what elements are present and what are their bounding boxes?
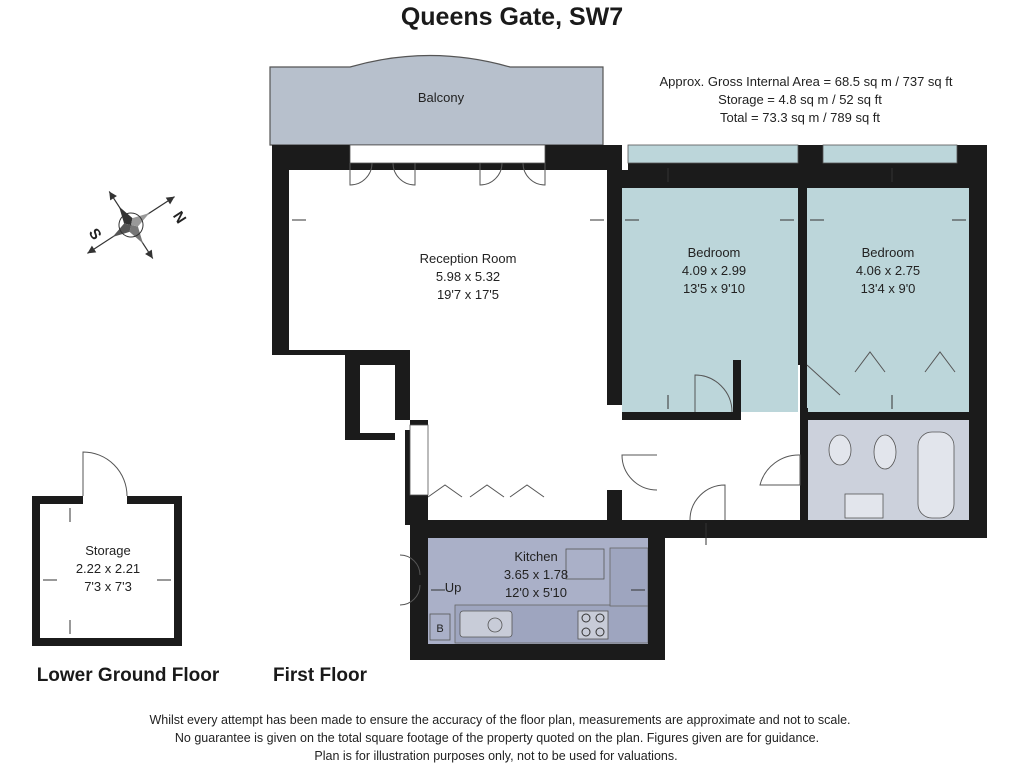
door-swing [479, 162, 503, 186]
kitchen-sink [459, 610, 513, 638]
internal-wall [808, 412, 969, 420]
internal-wall [798, 145, 807, 365]
compass-rose: N S [85, 191, 189, 259]
balcony-area [269, 54, 604, 146]
kitchen-counter-top [609, 547, 649, 607]
storage-cupboard [360, 365, 395, 433]
door-swing [806, 364, 841, 396]
total-area-text: Total = 73.3 sq m / 789 sq ft [720, 110, 880, 125]
bedroom-1-metric: 4.09 x 2.99 [682, 263, 746, 278]
kitchen-metric: 3.65 x 1.78 [504, 567, 568, 582]
bedroom-2-imperial: 13'4 x 9'0 [861, 281, 916, 296]
plan-title: Queens Gate, SW7 [401, 3, 623, 31]
bedroom-1-name: Bedroom [688, 245, 741, 260]
hob-ring-icon [581, 613, 591, 623]
boiler-label: B [436, 623, 443, 635]
internal-wall [969, 145, 987, 538]
internal-wall [600, 520, 808, 538]
storage-area-text: Storage = 4.8 sq m / 52 sq ft [718, 92, 882, 107]
reception-room [289, 170, 607, 527]
area-summary: Approx. Gross Internal Area = 68.5 sq m … [659, 74, 952, 125]
internal-wall [733, 360, 741, 420]
door-swing [522, 162, 546, 186]
disclaimer: Whilst every attempt has been made to en… [149, 713, 850, 763]
wardrobe-doors [427, 484, 545, 498]
storage-room [40, 504, 174, 638]
internal-wall [800, 408, 808, 520]
first-floor-label: First Floor [273, 665, 368, 686]
door-swing [759, 454, 801, 486]
wardrobe-doors [854, 351, 956, 373]
internal-wall [428, 520, 556, 538]
kitchen-appliance [565, 548, 605, 580]
storage-metric: 2.22 x 2.21 [76, 561, 140, 576]
bedroom-1-imperial: 13'5 x 9'10 [683, 281, 745, 296]
compass-north-label: N [169, 208, 189, 226]
bedroom-1 [622, 188, 798, 412]
storage-door-gap [83, 494, 127, 506]
door-swing [349, 162, 373, 186]
bidet-icon [873, 434, 897, 470]
kitchen-name: Kitchen [514, 549, 557, 564]
hob-ring-icon [595, 613, 605, 623]
lower-ground-floor-plan: Storage 2.22 x 2.21 7'3 x 7'3 [32, 451, 182, 646]
reception-room-metric: 5.98 x 5.32 [436, 269, 500, 284]
door-swing [689, 484, 726, 521]
reception-room-imperial: 19'7 x 17'5 [437, 287, 499, 302]
stairs-up-label: Up [445, 580, 462, 595]
first-floor-plan: B [269, 54, 987, 660]
storage-name: Storage [85, 543, 131, 558]
bedroom-2-name: Bedroom [862, 245, 915, 260]
lower-ground-floor-label: Lower Ground Floor [37, 665, 220, 686]
dimension-markers [292, 168, 966, 591]
door-swing [82, 451, 128, 497]
door-swing [694, 374, 733, 413]
disclaimer-line-1: Whilst every attempt has been made to en… [149, 713, 850, 727]
window [627, 144, 799, 164]
boiler-box [429, 613, 451, 641]
internal-wall [607, 145, 622, 405]
gross-area-text: Approx. Gross Internal Area = 68.5 sq m … [659, 74, 952, 89]
balcony-label: Balcony [418, 90, 465, 105]
compass-south-label: S [85, 225, 105, 243]
hob-ring-icon [595, 627, 605, 637]
toilet-icon [828, 434, 852, 466]
window [349, 144, 546, 164]
disclaimer-line-2: No guarantee is given on the total squar… [175, 731, 819, 745]
storage-imperial: 7'3 x 7'3 [84, 579, 132, 594]
bedroom-2 [807, 188, 969, 412]
internal-wall [648, 525, 665, 660]
basin-icon [844, 493, 884, 519]
sink-drain-icon [487, 617, 503, 633]
door-swing [399, 554, 421, 606]
bedroom-2-metric: 4.06 x 2.75 [856, 263, 920, 278]
internal-wall [607, 490, 622, 520]
disclaimer-line-3: Plan is for illustration purposes only, … [314, 749, 677, 763]
kitchen-imperial: 12'0 x 5'10 [505, 585, 567, 600]
door-swing [621, 454, 658, 491]
window [822, 144, 958, 164]
window [409, 424, 429, 496]
bathtub-icon [917, 431, 955, 519]
hob-ring-icon [581, 627, 591, 637]
reception-room-name: Reception Room [420, 251, 517, 266]
internal-wall [622, 412, 733, 420]
door-swing [392, 162, 416, 186]
